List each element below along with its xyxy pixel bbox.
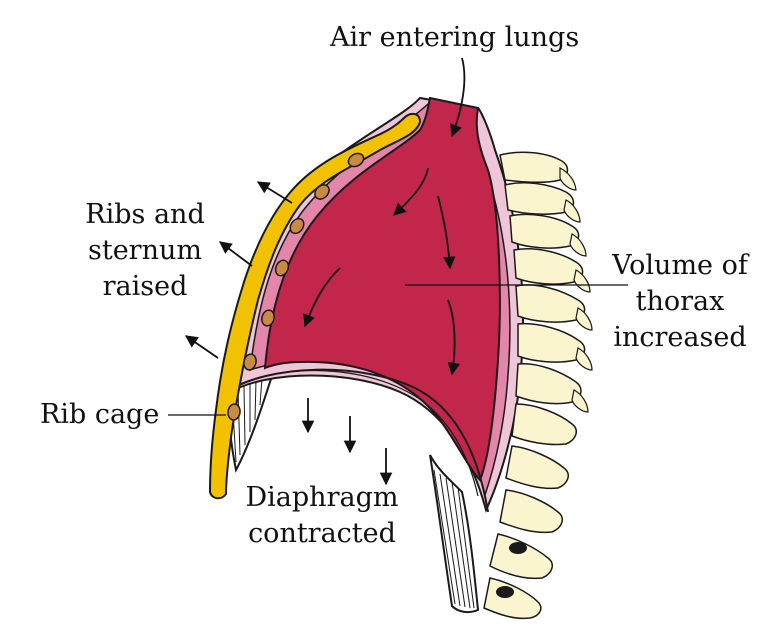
label-volume-line3: increased <box>613 322 747 353</box>
rib-sections <box>227 152 365 421</box>
label-rib-cage: Rib cage <box>40 399 160 430</box>
spinous-processes <box>559 167 593 413</box>
rib-movement-arrows <box>184 181 293 359</box>
label-ribs-line3: raised <box>102 271 188 302</box>
label-ribs-line1: Ribs and <box>85 199 205 230</box>
label-diaphragm-line1: Diaphragm <box>245 482 399 513</box>
label-diaphragm: Diaphragm contracted <box>232 480 412 552</box>
diaphragm-inner <box>239 369 479 497</box>
label-volume-line1: Volume of <box>612 250 748 281</box>
lung <box>263 96 501 482</box>
label-volume-thorax: Volume of thorax increased <box>600 248 760 356</box>
airflow-arrows <box>303 57 466 376</box>
diaphragm-fibres-back <box>433 469 475 609</box>
diaphragm-arrows <box>301 398 393 486</box>
label-ribs-line2: sternum <box>88 235 202 266</box>
label-diaphragm-line2: contracted <box>248 518 396 549</box>
label-air-entering: Air entering lungs <box>330 22 580 53</box>
label-volume-line2: thorax <box>635 286 725 317</box>
label-ribs-raised: Ribs and sternum raised <box>60 197 230 305</box>
intervertebral-discs <box>496 542 527 598</box>
vertebral-column <box>483 151 586 620</box>
